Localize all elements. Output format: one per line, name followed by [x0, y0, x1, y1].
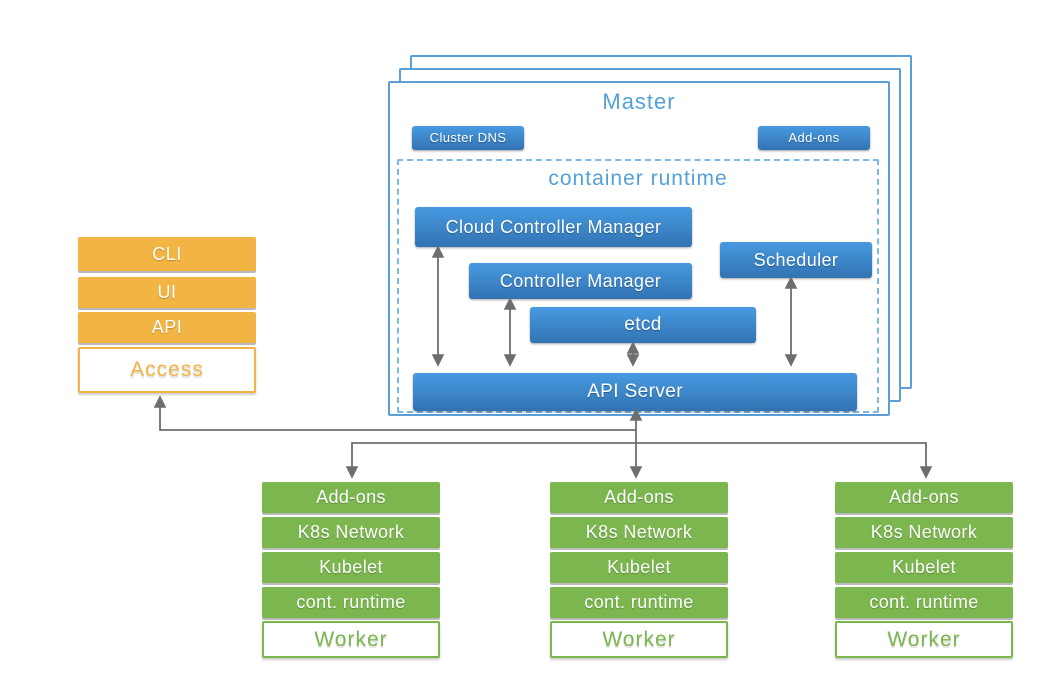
worker3-cont-runtime-box: cont. runtime [835, 587, 1013, 618]
container-runtime-box: container runtime Cloud Controller Manag… [397, 159, 879, 413]
controller-manager-box: Controller Manager [469, 263, 692, 299]
api-server-box: API Server [413, 373, 857, 411]
api-box: API [78, 312, 256, 343]
worker-node-3: Add-ons K8s Network Kubelet cont. runtim… [835, 482, 1013, 658]
worker3-addons-box: Add-ons [835, 482, 1013, 513]
cluster-dns-box: Cluster DNS [412, 126, 524, 150]
worker1-k8s-network-box: K8s Network [262, 517, 440, 548]
worker1-label-box: Worker [262, 621, 440, 658]
worker3-k8s-network-box: K8s Network [835, 517, 1013, 548]
worker2-addons-box: Add-ons [550, 482, 728, 513]
worker3-kubelet-box: Kubelet [835, 552, 1013, 583]
worker1-kubelet-box: Kubelet [262, 552, 440, 583]
worker-node-1: Add-ons K8s Network Kubelet cont. runtim… [262, 482, 440, 658]
master-node-box: Master Cluster DNS Add-ons container run… [388, 81, 890, 416]
etcd-box: etcd [530, 307, 756, 343]
access-label-box: Access [78, 347, 256, 393]
master-addons-box: Add-ons [758, 126, 870, 150]
worker1-cont-runtime-box: cont. runtime [262, 587, 440, 618]
worker3-label-box: Worker [835, 621, 1013, 658]
worker2-label-box: Worker [550, 621, 728, 658]
arrow-worker1-worker3-branch [345, 442, 933, 479]
access-stack: CLI UI API Access [78, 237, 256, 393]
cli-box: CLI [78, 237, 256, 271]
worker2-cont-runtime-box: cont. runtime [550, 587, 728, 618]
worker1-addons-box: Add-ons [262, 482, 440, 513]
container-runtime-label: container runtime [548, 167, 728, 190]
ui-box: UI [78, 277, 256, 308]
cloud-controller-manager-box: Cloud Controller Manager [415, 207, 692, 247]
scheduler-box: Scheduler [720, 242, 872, 278]
worker2-kubelet-box: Kubelet [550, 552, 728, 583]
master-title: Master [602, 89, 676, 114]
worker-node-2: Add-ons K8s Network Kubelet cont. runtim… [550, 482, 728, 658]
worker2-k8s-network-box: K8s Network [550, 517, 728, 548]
